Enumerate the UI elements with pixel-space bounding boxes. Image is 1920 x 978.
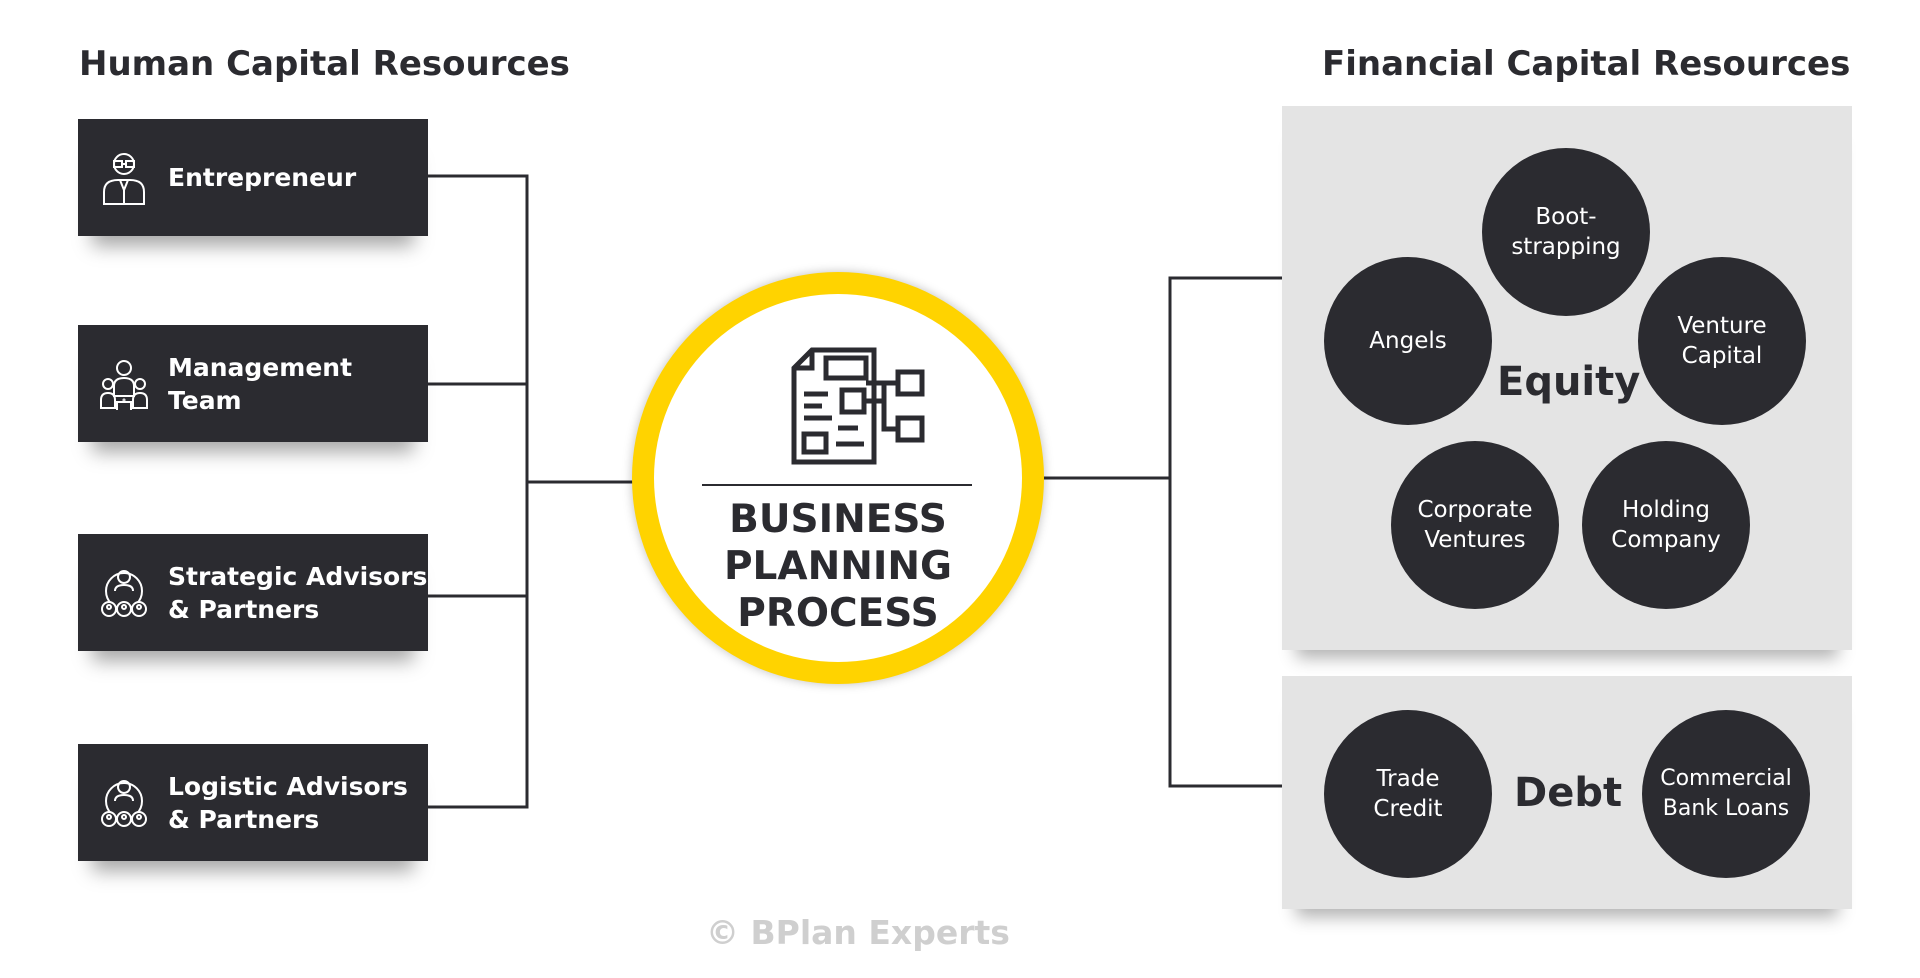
human-card-entrepreneur: Entrepreneur <box>78 119 428 236</box>
team-icon <box>100 359 148 410</box>
center-title: BUSINESS PLANNING PROCESS <box>723 497 953 636</box>
human-capital-heading: Human Capital Resources <box>79 44 570 84</box>
human-card-label: Entrepreneur <box>168 163 357 192</box>
business-planning-inner: BUSINESS PLANNING PROCESS <box>654 294 1022 662</box>
financial-bracket-line <box>1168 276 1282 788</box>
document-flowchart-icon <box>791 347 925 465</box>
entrepreneur-icon <box>103 152 145 205</box>
equity-label: Equity <box>1497 359 1641 405</box>
human-card-strategic-advisors: Strategic Advisors & Partners <box>78 534 428 651</box>
human-card-label: Logistic Advisors & Partners <box>168 771 408 834</box>
debt-label: Debt <box>1514 770 1623 816</box>
equity-panel: Boot- strapping Angels Venture Capital C… <box>1282 106 1852 650</box>
equity-bubble-holding-company: Holding Company <box>1582 441 1750 609</box>
equity-bubble-venture-capital: Venture Capital <box>1638 257 1806 425</box>
human-card-label: Management Team <box>168 352 353 415</box>
network-icon <box>101 569 147 617</box>
network-icon <box>101 779 147 827</box>
equity-bubble-bootstrapping: Boot- strapping <box>1482 148 1650 316</box>
watermark: © BPlan Experts <box>706 913 1010 952</box>
human-card-logistic-advisors: Logistic Advisors & Partners <box>78 744 428 861</box>
human-card-management-team: Management Team <box>78 325 428 442</box>
business-planning-circle: BUSINESS PLANNING PROCESS <box>632 272 1044 684</box>
debt-panel: Trade Credit Commercial Bank Loans Debt <box>1282 676 1852 909</box>
human-bracket-line <box>428 174 529 809</box>
debt-bubble-commercial-bank-loans: Commercial Bank Loans <box>1642 710 1810 878</box>
debt-bubble-trade-credit: Trade Credit <box>1324 710 1492 878</box>
center-divider <box>702 484 972 486</box>
equity-bubble-corporate-ventures: Corporate Ventures <box>1391 441 1559 609</box>
equity-bubble-angels: Angels <box>1324 257 1492 425</box>
financial-capital-heading: Financial Capital Resources <box>1322 44 1851 84</box>
human-card-label: Strategic Advisors & Partners <box>168 561 428 624</box>
